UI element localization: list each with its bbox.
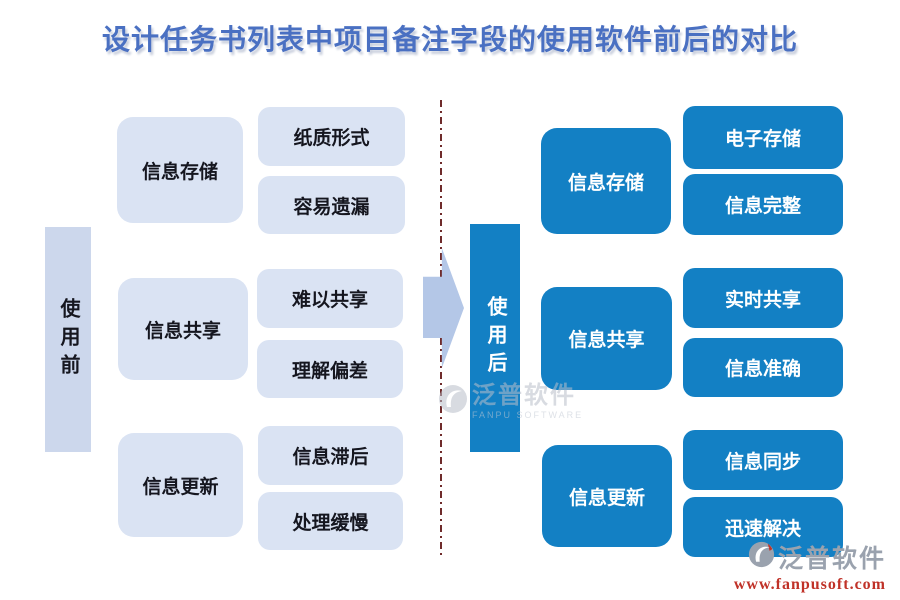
after-category-storage: 信息存储: [541, 128, 671, 234]
after-item-complete-info: 信息完整: [683, 174, 843, 235]
before-item-slow-processing: 处理缓慢: [258, 492, 403, 550]
before-label-bar: 使用前: [45, 227, 91, 452]
footer-brand-text: 泛普软件: [777, 545, 886, 573]
before-item-misunderstanding: 理解偏差: [257, 340, 403, 398]
after-item-realtime-sharing: 实时共享: [683, 268, 843, 328]
before-item-paper-form: 纸质形式: [258, 107, 405, 166]
after-category-update: 信息更新: [542, 445, 672, 547]
fanpu-logo-icon: [748, 541, 775, 573]
footer-logo: 泛普软件 www.fanpusoft.com: [734, 539, 886, 594]
fanpu-logo-icon: [438, 384, 468, 419]
before-item-easily-lost: 容易遗漏: [258, 176, 405, 234]
before-item-info-lag: 信息滞后: [258, 426, 403, 485]
before-item-hard-to-share: 难以共享: [257, 269, 403, 328]
before-category-sharing: 信息共享: [118, 278, 248, 380]
after-item-electronic-storage: 电子存储: [683, 106, 843, 169]
transition-arrow-icon: [423, 248, 464, 368]
before-category-storage: 信息存储: [117, 117, 243, 223]
after-item-accurate-info: 信息准确: [683, 338, 843, 397]
before-category-update: 信息更新: [118, 433, 243, 537]
footer-url-text: www.fanpusoft.com: [733, 576, 886, 593]
after-category-sharing: 信息共享: [541, 287, 672, 390]
page-title: 设计任务书列表中项目备注字段的使用软件前后的对比: [101, 24, 798, 55]
after-label-bar: 使用后: [470, 224, 520, 452]
after-item-info-sync: 信息同步: [683, 430, 843, 490]
